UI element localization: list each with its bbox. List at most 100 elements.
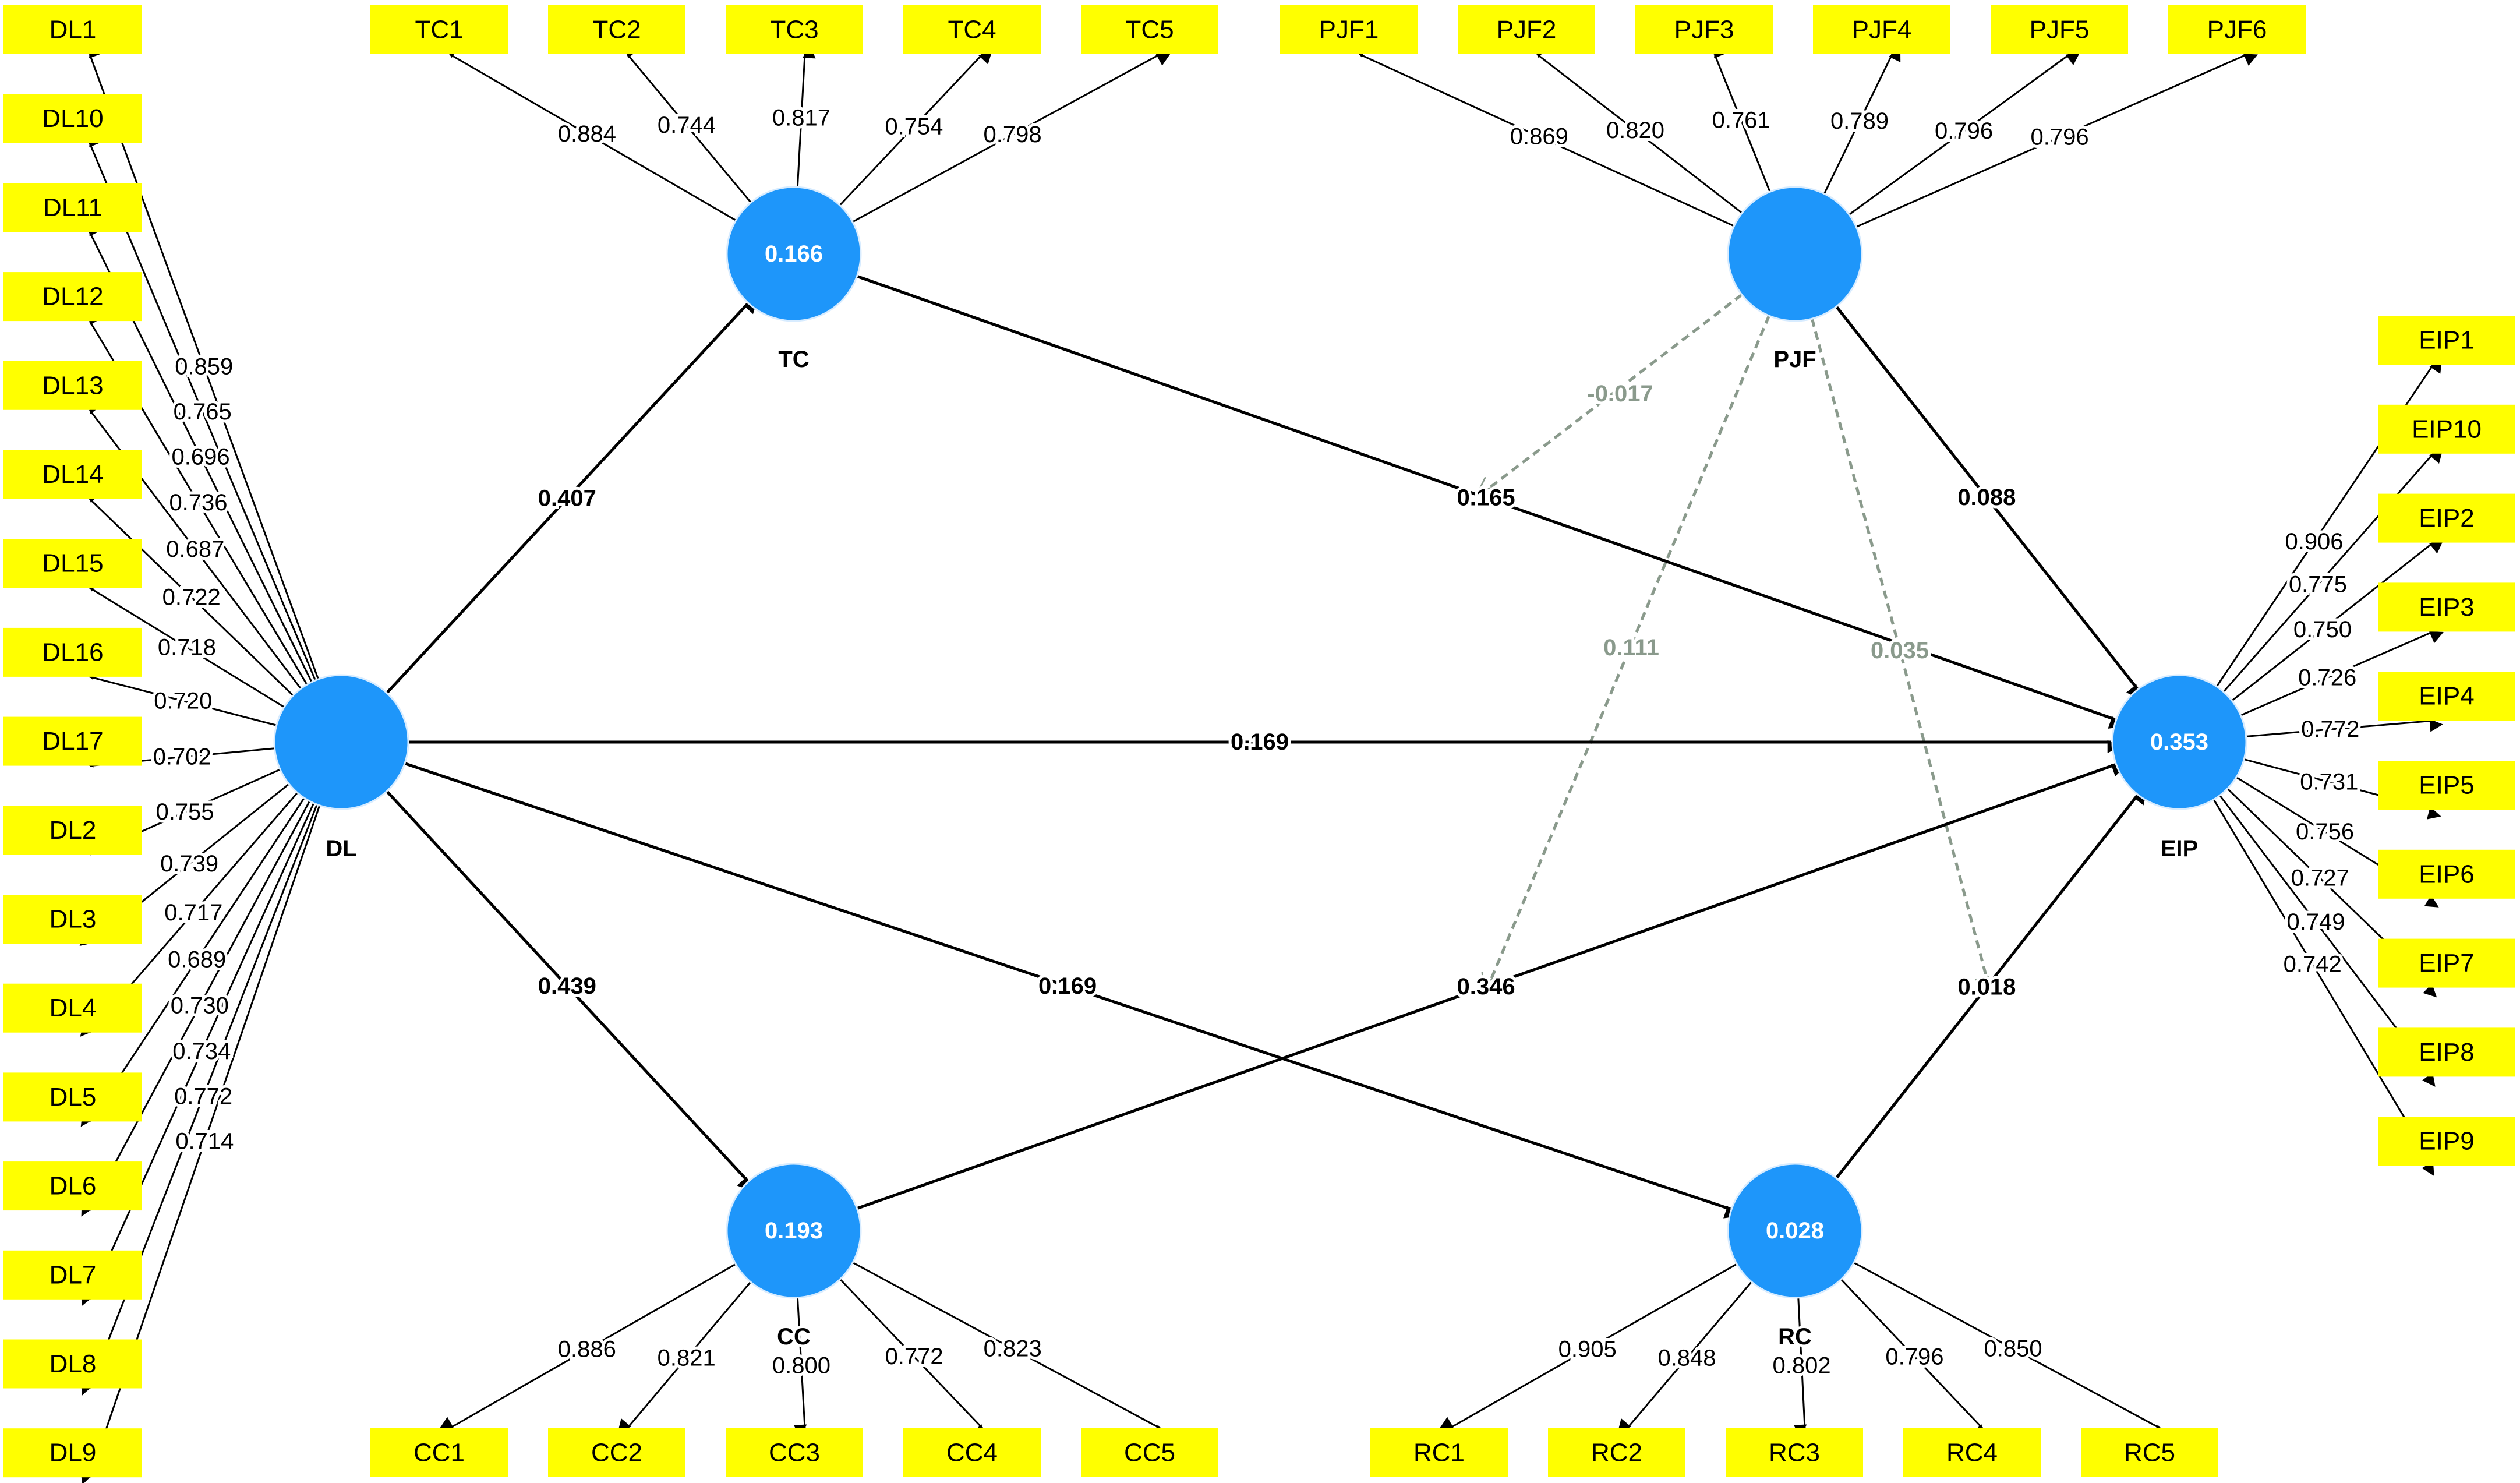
indicator-cc2[interactable] xyxy=(548,1428,685,1477)
latent-name-rc: RC xyxy=(1778,1324,1812,1350)
indicator-label-dl8: DL8 xyxy=(50,1350,97,1378)
indicator-label-pjf2: PJF2 xyxy=(1497,16,1557,44)
indicator-rc5[interactable] xyxy=(2081,1428,2218,1477)
indicator-eip10[interactable] xyxy=(2378,404,2515,454)
indicator-label-dl12: DL12 xyxy=(42,283,103,311)
indicator-cc1[interactable] xyxy=(370,1428,508,1477)
indicator-pjf4[interactable] xyxy=(1813,5,1950,54)
indicator-dl5[interactable] xyxy=(3,1072,142,1122)
indicator-tc2[interactable] xyxy=(548,5,685,54)
indicator-dl3[interactable] xyxy=(3,895,142,944)
loading-value-dl15: 0.718 xyxy=(158,635,216,661)
indicator-label-rc3: RC3 xyxy=(1769,1439,1820,1467)
loading-value-eip7: 0.727 xyxy=(2291,866,2349,891)
indicator-dl6[interactable] xyxy=(3,1161,142,1211)
latent-rc[interactable] xyxy=(1727,1163,1863,1299)
indicator-rc3[interactable] xyxy=(1726,1428,1863,1477)
indicator-dl8[interactable] xyxy=(3,1339,142,1389)
path-cc-to-eip xyxy=(856,763,2126,1210)
loading-value-dl1: 0.859 xyxy=(175,354,233,379)
indicator-cc5[interactable] xyxy=(1081,1428,1218,1477)
indicator-dl14[interactable] xyxy=(3,450,142,499)
indicator-dl9[interactable] xyxy=(3,1428,142,1478)
path-coef-dl-tc: 0.407 xyxy=(538,486,596,511)
path-pjf-to-eip xyxy=(1835,305,2140,699)
indicator-eip1[interactable] xyxy=(2378,316,2515,365)
indicator-eip9[interactable] xyxy=(2378,1117,2515,1166)
latent-pjf[interactable] xyxy=(1727,186,1863,322)
indicator-label-pjf4: PJF4 xyxy=(1852,16,1912,44)
path-coef-dl-rc: 0.169 xyxy=(1038,973,1097,999)
loading-arrow-pjf6 xyxy=(1855,53,2258,228)
loading-value-pjf1: 0.869 xyxy=(1510,124,1568,150)
indicator-dl2[interactable] xyxy=(3,806,142,855)
indicator-dl7[interactable] xyxy=(3,1250,142,1300)
indicator-label-cc3: CC3 xyxy=(769,1439,820,1467)
indicator-pjf1[interactable] xyxy=(1280,5,1418,54)
loading-arrow-rc5 xyxy=(1853,1262,2166,1437)
indicator-cc4[interactable] xyxy=(903,1428,1041,1477)
indicator-pjf2[interactable] xyxy=(1458,5,1595,54)
indicator-label-eip4: EIP4 xyxy=(2419,682,2474,711)
indicator-pjf5[interactable] xyxy=(1991,5,2128,54)
indicator-dl13[interactable] xyxy=(3,361,142,410)
latent-tc[interactable] xyxy=(726,186,862,322)
indicator-label-dl6: DL6 xyxy=(50,1172,97,1200)
indicator-dl1[interactable] xyxy=(3,5,142,54)
indicator-dl15[interactable] xyxy=(3,539,142,588)
indicator-rc2[interactable] xyxy=(1548,1428,1685,1477)
indicator-eip4[interactable] xyxy=(2378,672,2515,721)
loading-arrow-pjf3 xyxy=(1713,44,1771,192)
latent-dl[interactable] xyxy=(273,674,409,810)
indicator-dl11[interactable] xyxy=(3,183,142,232)
indicator-rc4[interactable] xyxy=(1903,1428,2041,1477)
indicator-dl16[interactable] xyxy=(3,627,142,677)
indicator-label-dl7: DL7 xyxy=(50,1260,97,1289)
latent-r2-cc: 0.193 xyxy=(765,1218,823,1244)
indicator-label-pjf1: PJF1 xyxy=(1319,16,1379,44)
loading-value-dl8: 0.772 xyxy=(174,1083,232,1109)
path-dl-to-cc xyxy=(386,790,751,1191)
indicator-eip8[interactable] xyxy=(2378,1027,2515,1077)
indicator-tc3[interactable] xyxy=(726,5,863,54)
loading-value-pjf5: 0.796 xyxy=(1935,118,1993,144)
indicator-pjf3[interactable] xyxy=(1635,5,1773,54)
path-tc-to-eip xyxy=(856,274,2123,729)
indicator-dl4[interactable] xyxy=(3,983,142,1033)
indicator-eip5[interactable] xyxy=(2378,761,2515,810)
latent-eip[interactable] xyxy=(2111,674,2247,810)
indicator-eip2[interactable] xyxy=(2378,493,2515,543)
path-dl-to-rc xyxy=(404,762,1738,1219)
loading-value-eip3: 0.726 xyxy=(2298,665,2356,690)
indicator-eip7[interactable] xyxy=(2378,938,2515,988)
indicator-pjf6[interactable] xyxy=(2168,5,2306,54)
indicator-label-rc2: RC2 xyxy=(1591,1439,1642,1467)
loading-value-tc5: 0.798 xyxy=(983,122,1041,147)
indicator-label-pjf6: PJF6 xyxy=(2207,16,2267,44)
loading-arrow-eip9 xyxy=(2212,799,2434,1176)
indicator-label-rc1: RC1 xyxy=(1413,1439,1465,1467)
indicator-label-cc2: CC2 xyxy=(591,1439,642,1467)
indicator-eip6[interactable] xyxy=(2378,849,2515,899)
indicator-dl17[interactable] xyxy=(3,716,142,766)
latent-r2-rc: 0.028 xyxy=(1766,1218,1824,1244)
loading-arrow-dl15 xyxy=(84,579,285,708)
loading-arrow-pjf2 xyxy=(1532,45,1743,214)
indicator-tc5[interactable] xyxy=(1081,5,1218,54)
loading-value-dl6: 0.730 xyxy=(171,993,229,1019)
indicator-label-pjf5: PJF5 xyxy=(2030,16,2090,44)
latent-name-eip: EIP xyxy=(2161,836,2198,861)
indicator-tc4[interactable] xyxy=(903,5,1041,54)
indicator-rc1[interactable] xyxy=(1370,1428,1508,1477)
loading-value-cc3: 0.800 xyxy=(772,1353,830,1378)
latent-cc[interactable] xyxy=(726,1163,862,1299)
loading-arrow-dl10 xyxy=(89,132,316,681)
indicator-label-dl1: DL1 xyxy=(50,16,97,44)
loading-value-eip9: 0.742 xyxy=(2284,951,2342,977)
indicator-cc3[interactable] xyxy=(726,1428,863,1477)
indicator-eip3[interactable] xyxy=(2378,582,2515,632)
indicator-dl10[interactable] xyxy=(3,94,142,143)
loading-value-eip8: 0.749 xyxy=(2286,909,2345,935)
indicator-tc1[interactable] xyxy=(370,5,508,54)
indicator-dl12[interactable] xyxy=(3,272,142,322)
